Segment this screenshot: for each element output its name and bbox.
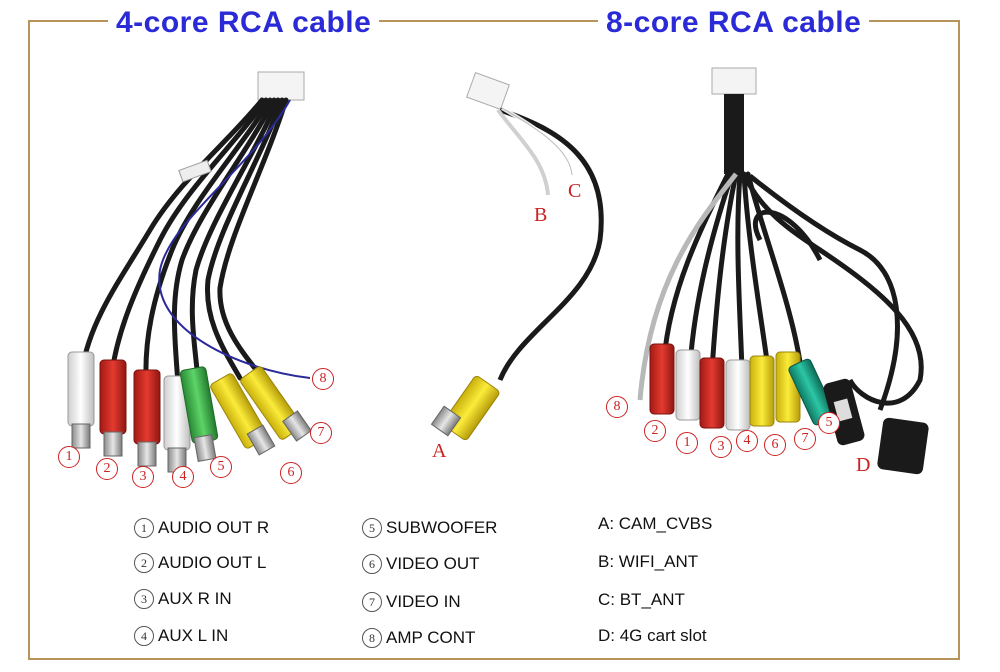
label-letter-b: B [534, 204, 548, 226]
legend-text-2: AUDIO OUT L [158, 553, 267, 572]
callout-right-5: 5 [818, 412, 840, 434]
label-letter-c: C [568, 180, 582, 202]
harness-8-core [637, 67, 929, 475]
legend-num-5: 5 [362, 518, 382, 538]
legend-item-a: A: CAM_CVBS [598, 514, 713, 533]
title-4-core: 4-core RCA cable [108, 6, 380, 40]
legend-num-8: 8 [362, 628, 382, 648]
product-photo [67, 67, 929, 475]
callout-left-5: 5 [210, 456, 232, 478]
callout-right-1: 1 [676, 432, 698, 454]
legend-item-b: B: WIFI_ANT [598, 552, 699, 571]
callout-left-3: 3 [132, 466, 154, 488]
legend-text-8: AMP CONT [386, 628, 476, 647]
callout-right-4: 4 [736, 430, 758, 452]
legend-num-7: 7 [362, 592, 382, 612]
callout-right-3: 3 [710, 436, 732, 458]
harness-4-core [67, 71, 312, 473]
harness-camera [430, 71, 604, 441]
legend-num-6: 6 [362, 554, 382, 574]
callout-left-2: 2 [96, 458, 118, 480]
label-letter-d: D [856, 454, 871, 476]
callout-right-6: 6 [764, 434, 786, 456]
callout-left-6: 6 [280, 462, 302, 484]
legend-text-1: AUDIO OUT R [158, 518, 270, 537]
label-letter-a: A [432, 440, 447, 462]
legend-text-3: AUX R IN [158, 589, 232, 608]
callout-left-1: 1 [58, 446, 80, 468]
legend-num-2: 2 [134, 553, 154, 573]
connector-plug [257, 71, 305, 101]
legend-text-4: AUX L IN [158, 626, 229, 645]
legend-num-4: 4 [134, 626, 154, 646]
title-8-core: 8-core RCA cable [598, 6, 870, 40]
legend-num-1: 1 [134, 518, 154, 538]
legend-num-3: 3 [134, 589, 154, 609]
legend-text-7: VIDEO IN [386, 592, 461, 611]
legend-text-6: VIDEO OUT [386, 554, 480, 573]
product-frame [28, 20, 960, 660]
callout-right-2: 2 [644, 420, 666, 442]
legend-item-c: C: BT_ANT [598, 590, 685, 609]
callout-left-4: 4 [172, 466, 194, 488]
callout-left-7: 7 [310, 422, 332, 444]
callout-right-7: 7 [794, 428, 816, 450]
legend-item-d: D: 4G cart slot [598, 626, 707, 645]
legend-text-5: SUBWOOFER [386, 518, 498, 537]
callout-left-8: 8 [312, 368, 334, 390]
callout-right-8: 8 [606, 396, 628, 418]
